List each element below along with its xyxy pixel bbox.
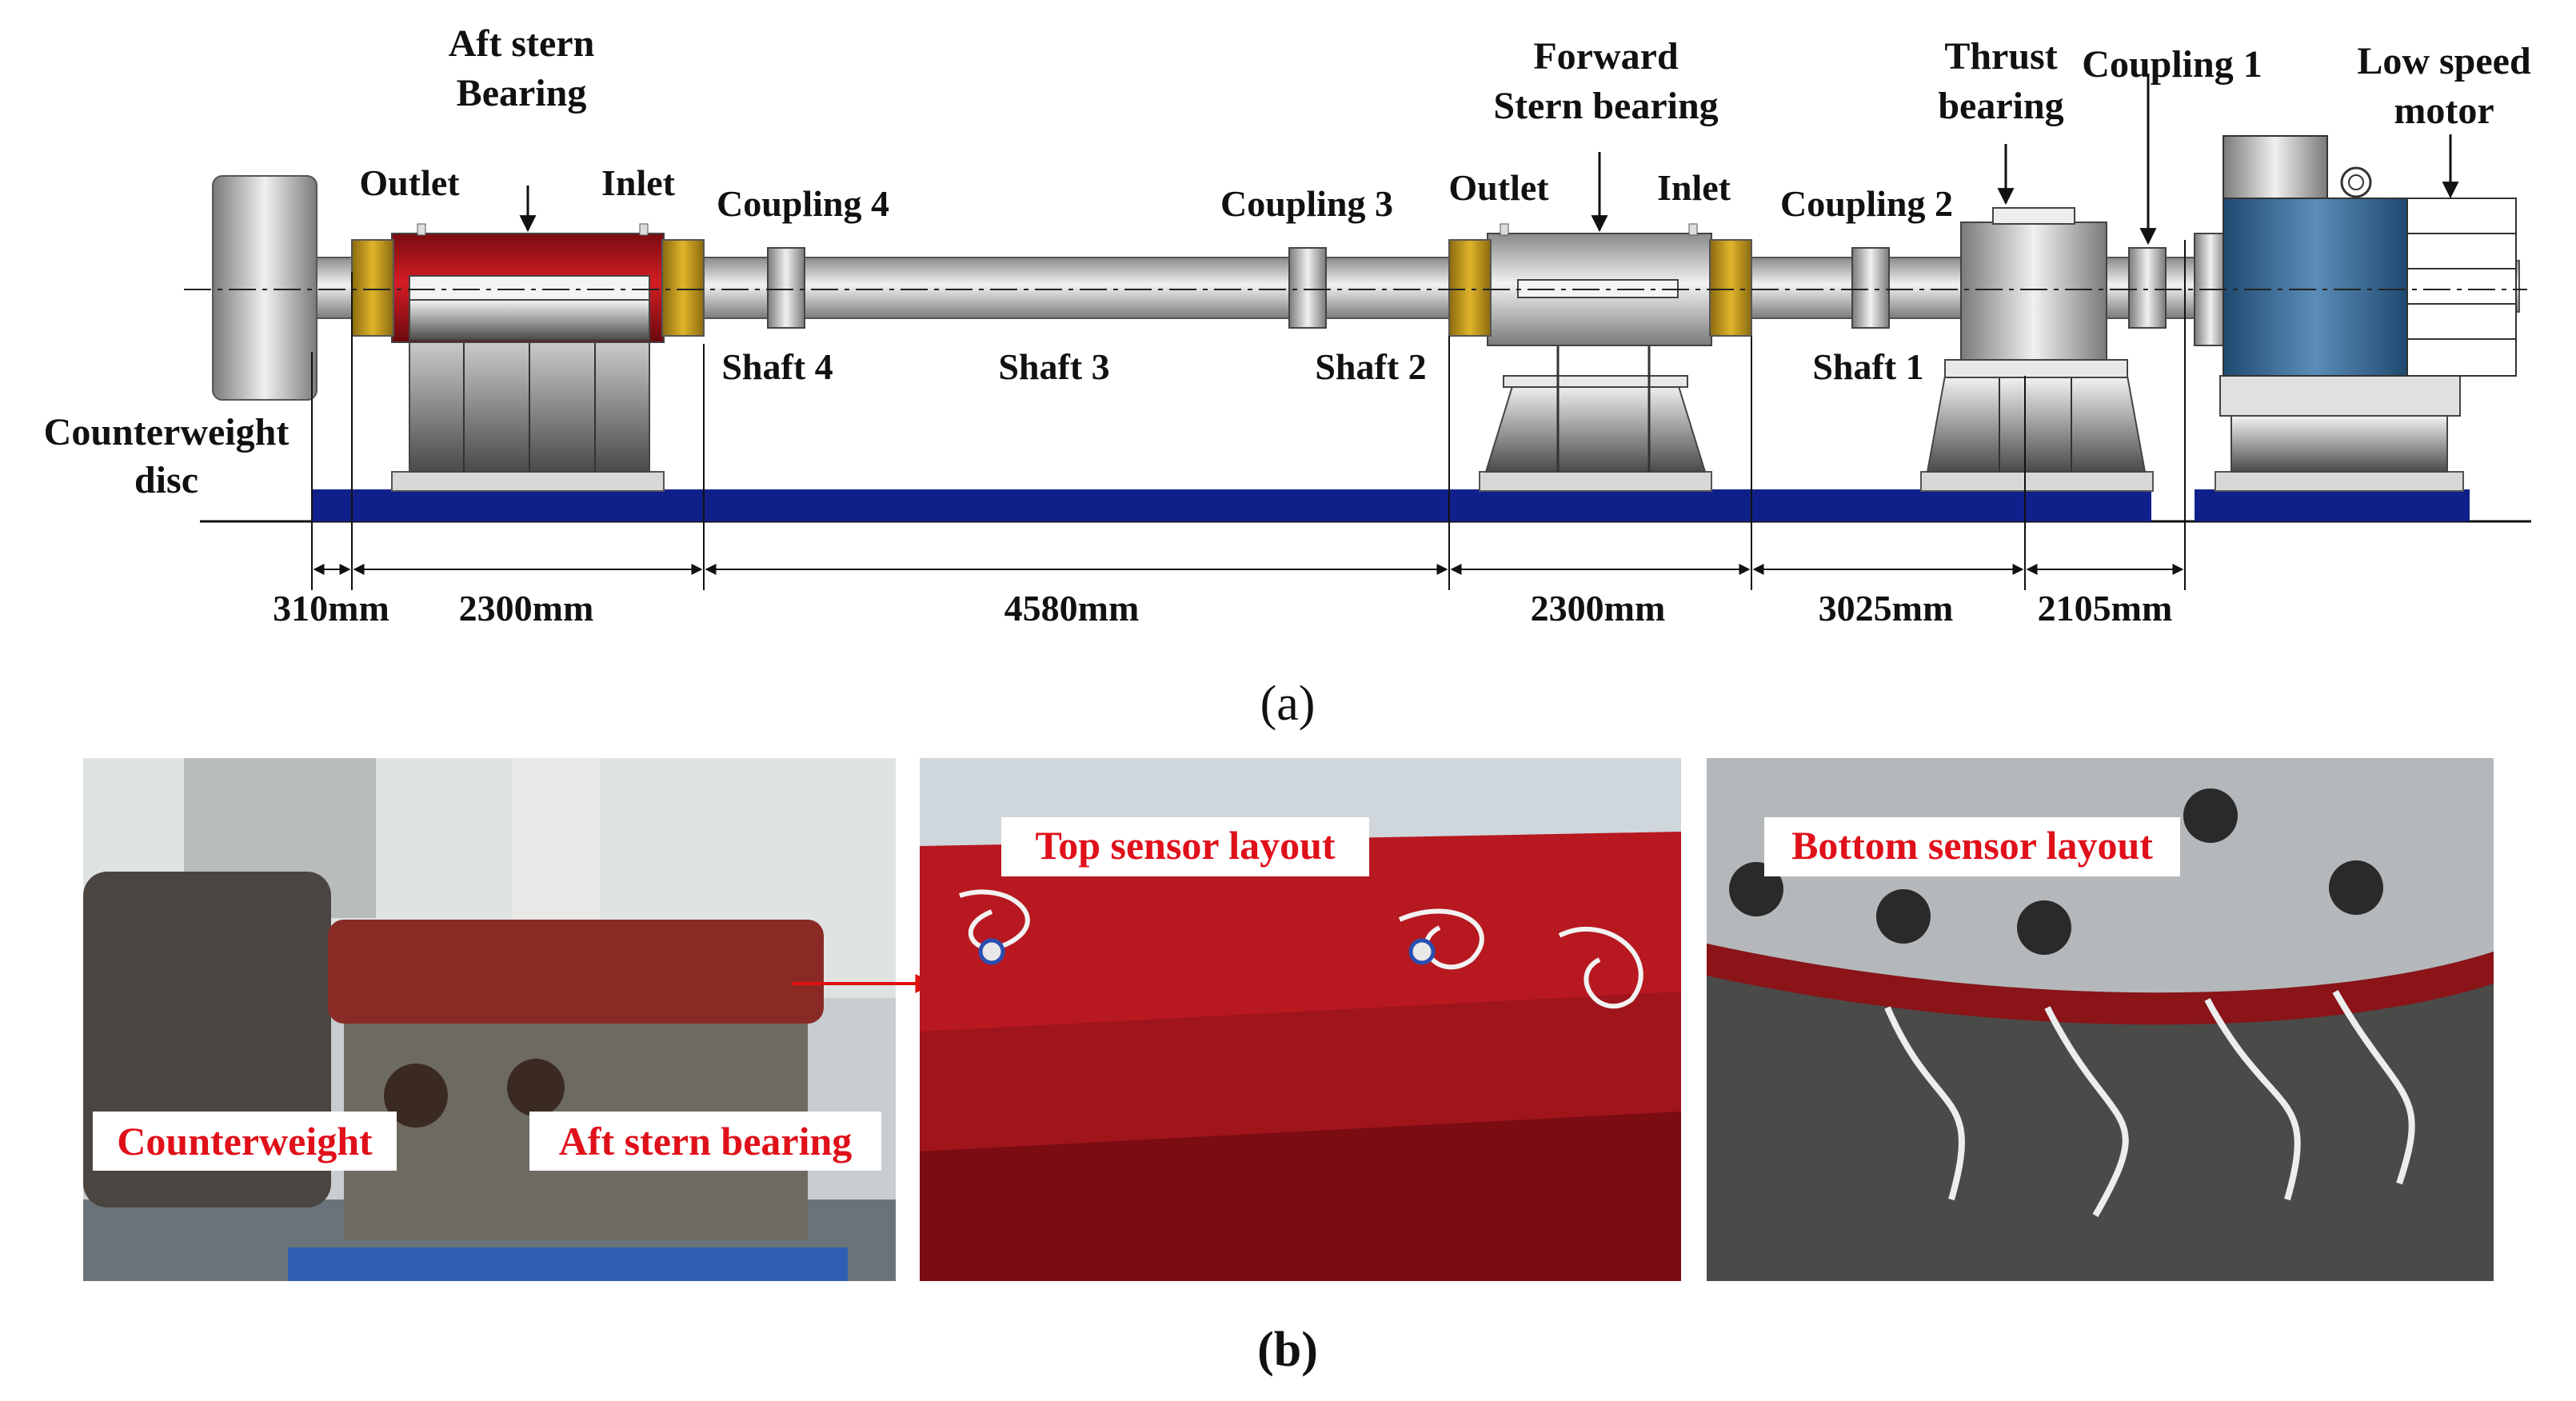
shaft4-label: Shaft 4 xyxy=(721,346,833,387)
dim-310: 310mm xyxy=(273,588,389,629)
coupling-3 xyxy=(1288,247,1327,329)
forward-bearing-pedestal xyxy=(1484,383,1707,473)
dim-3025: 3025mm xyxy=(1819,588,1954,629)
coupling2-label: Coupling 2 xyxy=(1780,183,1953,224)
thrust-bearing-base xyxy=(1920,471,2154,492)
caption-a: (a) xyxy=(1260,677,1316,731)
aft-bearing-photo-label-bg xyxy=(529,1112,881,1171)
coupling4-label: Coupling 4 xyxy=(717,183,889,224)
counterweight-label-1: Counterweight xyxy=(44,411,290,453)
shaft1-label: Shaft 1 xyxy=(1812,346,1923,387)
aft-bearing-base xyxy=(391,471,665,492)
dim-2105: 2105mm xyxy=(2038,588,2173,629)
caption-b: (b) xyxy=(1257,1323,1318,1377)
motor-base xyxy=(2215,471,2464,492)
coupling-1 xyxy=(2128,247,2167,329)
shaft2-label: Shaft 2 xyxy=(1315,346,1426,387)
thrust-label-2: bearing xyxy=(1938,85,2063,127)
top-sensor-label: Top sensor layout xyxy=(1035,823,1335,868)
panel-a-schematic: Aft stern Bearing Outlet Inlet Coupling … xyxy=(44,22,2531,629)
counterweight-disc xyxy=(212,175,318,401)
forward-flange-outlet xyxy=(1448,239,1492,337)
forward-label-2: Stern bearing xyxy=(1493,85,1718,127)
fwd-inlet-label: Inlet xyxy=(1657,167,1731,208)
aft-bearing-photo-label: Aft stern bearing xyxy=(559,1119,853,1164)
dim-4580: 4580mm xyxy=(1004,588,1140,629)
motor-terminal-box xyxy=(2223,135,2328,199)
counterweight-photo-label: Counterweight xyxy=(117,1119,373,1164)
counterweight-photo-label-bg xyxy=(93,1112,397,1171)
panel-b-photos: Counterweight Aft stern bearing Top sens… xyxy=(83,758,2494,1281)
shaft3-label: Shaft 3 xyxy=(998,346,1109,387)
aft-inlet-label: Inlet xyxy=(601,162,676,203)
aft-flange-inlet xyxy=(661,239,705,337)
motor-fins xyxy=(2406,198,2517,377)
motor-base-plate xyxy=(2195,489,2470,521)
thrust-bearing-pedestal xyxy=(1926,375,2147,473)
base-plate xyxy=(312,489,2151,521)
aft-outlet-label: Outlet xyxy=(359,162,460,203)
dim-2300-aft: 2300mm xyxy=(459,588,594,629)
aft-stern-label-2: Bearing xyxy=(457,72,587,114)
forward-bearing-base xyxy=(1479,471,1712,492)
photo-top-sensor-layout: Top sensor layout xyxy=(920,758,1681,1281)
photo-counterweight-aft-bearing: Counterweight Aft stern bearing xyxy=(83,758,935,1281)
aft-stern-label-1: Aft stern xyxy=(449,22,595,65)
coupling-2 xyxy=(1851,247,1890,329)
motor-stand xyxy=(2231,415,2448,473)
fwd-outlet-label: Outlet xyxy=(1448,167,1549,208)
photo-bottom-sensor-layout: Bottom sensor layout xyxy=(1707,758,2494,1281)
motor-label-2: motor xyxy=(2394,90,2494,132)
top-sensor-label-bg xyxy=(1001,817,1369,876)
coupling3-label: Coupling 3 xyxy=(1220,183,1393,224)
motor-label-1: Low speed xyxy=(2357,40,2531,82)
aft-flange-outlet xyxy=(351,239,394,337)
dimension-extension-lines xyxy=(311,240,2186,590)
bottom-sensor-label-bg xyxy=(1764,817,2180,876)
bottom-sensor-label: Bottom sensor layout xyxy=(1791,823,2153,868)
coupling-4 xyxy=(767,247,805,329)
coupling1-label: Coupling 1 xyxy=(2082,43,2262,86)
dim-2300-fwd: 2300mm xyxy=(1531,588,1666,629)
counterweight-label-2: disc xyxy=(134,459,198,501)
thrust-label-1: Thrust xyxy=(1944,35,2057,78)
forward-label-1: Forward xyxy=(1533,35,1679,78)
thrust-bearing-housing xyxy=(1960,222,2107,361)
forward-flange-inlet xyxy=(1709,239,1752,337)
low-speed-motor-body xyxy=(2223,198,2408,377)
